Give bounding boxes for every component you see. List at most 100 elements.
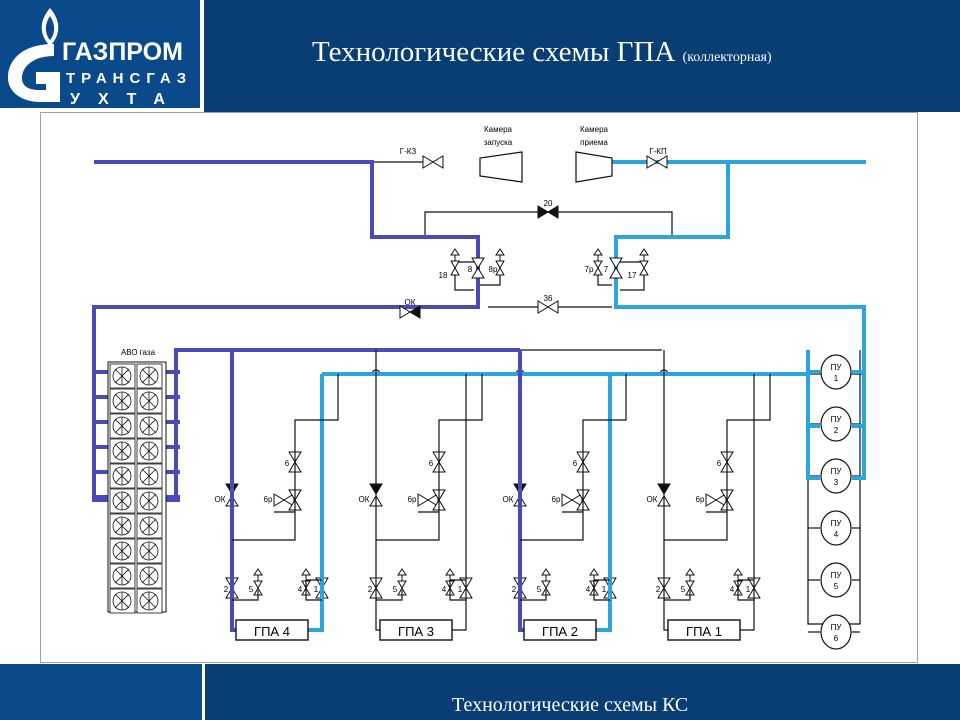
unit-valve-4-vent <box>301 568 311 576</box>
unit-recirc-line <box>520 374 627 541</box>
avo-gas-cooler <box>107 361 167 614</box>
pu-2: ПУ 2 <box>820 406 852 442</box>
pu-label: ПУ <box>831 415 843 424</box>
valve-18 <box>450 260 460 270</box>
label-receive-1: Камера <box>580 125 609 134</box>
unit-valve-5-vent <box>253 568 263 576</box>
launch-chamber-icon <box>479 151 523 183</box>
label-ok: ОК <box>215 495 226 504</box>
diagram-panel <box>40 112 918 663</box>
page-title: Технологические схемы ГПА (коллекторная) <box>312 36 772 69</box>
pu-vessel <box>820 614 852 650</box>
pu-5: ПУ5 <box>820 562 852 598</box>
unit-valve-5 <box>397 580 407 590</box>
pu-vessel <box>820 458 852 494</box>
valve-gkp-b <box>656 155 668 169</box>
label-1: 1 <box>746 585 751 594</box>
unit-valve-4-vent <box>589 568 599 576</box>
unit-recirc-line <box>232 374 339 541</box>
unit-recirc-line <box>376 374 483 541</box>
label-v17: 17 <box>628 271 637 280</box>
logo-line3: УХТА <box>70 91 183 108</box>
valve-8-b <box>471 267 485 279</box>
gpa-box <box>667 619 741 641</box>
valve-8r-vent <box>495 248 505 256</box>
footer-left-block <box>0 664 204 720</box>
label-5: 5 <box>393 585 398 594</box>
unit-valve-6r <box>273 493 285 507</box>
gpa-box <box>379 619 453 641</box>
unit-valve-6r-b <box>283 493 295 507</box>
unit-return-pipe <box>740 374 755 631</box>
footer-divider <box>202 664 205 720</box>
valve-8r-b <box>495 266 505 276</box>
unit-valve-5-vent <box>397 568 407 576</box>
valve-17 <box>639 260 649 270</box>
title-sub: (коллекторная) <box>682 50 772 65</box>
pu-number: 4 <box>834 530 839 539</box>
unit-valve-6r <box>417 493 429 507</box>
unit-recirc-line <box>664 374 771 541</box>
pu-label: ПУ <box>831 519 843 528</box>
gpa-name: ГПА 1 <box>686 624 722 639</box>
label-6: 6 <box>717 459 722 468</box>
gazprom-logo: ГАЗПРОМ ТРАНСГАЗ УХТА <box>8 8 192 108</box>
valve-7r-vent <box>593 248 603 256</box>
valve-18-b <box>450 266 460 276</box>
label-v36: 36 <box>544 294 553 303</box>
pu-3: ПУ 3 <box>820 458 852 494</box>
unit-valve-6r <box>561 493 573 507</box>
valve-17-vent <box>639 248 649 256</box>
gpa-box <box>523 619 597 641</box>
valve-36-b <box>547 300 559 314</box>
logo-line2: ТРАНСГАЗ <box>66 70 192 87</box>
label-v20: 20 <box>544 199 553 208</box>
valve-7r <box>593 260 603 270</box>
label-v8: 8 <box>468 265 473 274</box>
valve-gkp <box>646 155 658 169</box>
unit-valve-5 <box>541 580 551 590</box>
label-v7r: 7р <box>585 265 594 274</box>
check-valve-ok <box>399 305 411 319</box>
unit-valve-6r-b <box>715 493 727 507</box>
pu-label: ПУ <box>831 623 843 632</box>
unit-valve-5 <box>685 580 695 590</box>
pu-4: ПУ 4 <box>820 510 852 546</box>
valve-20 <box>537 205 549 219</box>
label-v8r: 8р <box>489 265 498 274</box>
title-main: Технологические схемы ГПА <box>312 36 676 68</box>
diagram-labels: Г-КЗ Г-КП Камера запуска Камера приема 2… <box>121 125 667 357</box>
label-receive-2: приема <box>580 138 608 147</box>
gpa-box <box>235 619 309 641</box>
label-gkp: Г-КП <box>649 147 667 156</box>
label-6r: 6р <box>696 495 705 504</box>
unit-feed-pipe <box>518 350 524 632</box>
unit-valve-4-vent <box>733 568 743 576</box>
unit-return-pipe <box>596 374 612 632</box>
pu-1: ПУ1 <box>820 354 852 390</box>
valve-20-b <box>547 205 559 219</box>
label-1: 1 <box>458 585 463 594</box>
label-2: 2 <box>224 585 229 594</box>
pu-number: 2 <box>834 426 839 435</box>
gpa-name: ГПА 2 <box>542 624 578 639</box>
label-ok: ОК <box>503 495 514 504</box>
pu-number: 3 <box>834 478 839 487</box>
label-launch-1: Камера <box>484 125 513 134</box>
label-4: 4 <box>298 585 303 594</box>
pu-vessel <box>820 562 852 598</box>
pu-vessel <box>820 510 852 546</box>
label-v18: 18 <box>439 271 448 280</box>
label-ok: ОК <box>647 495 658 504</box>
label-1: 1 <box>602 585 607 594</box>
label-ok-main: ОК <box>405 298 416 307</box>
pu-label: ПУ <box>831 467 843 476</box>
label-6: 6 <box>285 459 290 468</box>
label-4: 4 <box>730 585 735 594</box>
dark-pipe-main <box>92 160 480 502</box>
label-v7: 7 <box>604 265 609 274</box>
